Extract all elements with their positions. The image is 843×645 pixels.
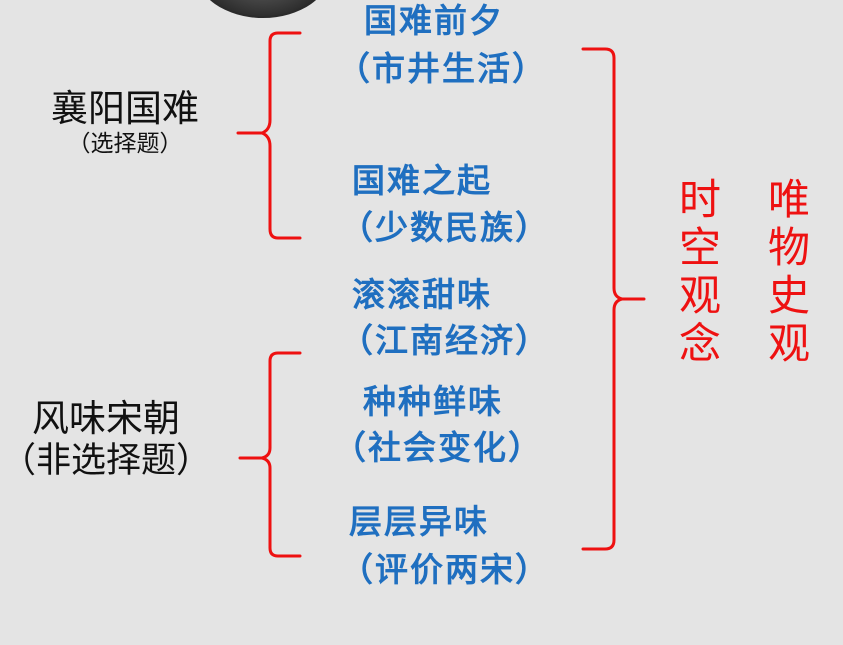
item-title: 滚滚甜味 xyxy=(352,275,492,314)
right-brace xyxy=(581,47,646,551)
right-column-shikong: 时 空 观 念 xyxy=(676,176,724,368)
group-subtitle: （选择题） xyxy=(67,131,183,157)
group-title: 风味宋朝 xyxy=(32,397,180,440)
item-title: 国难前夕 xyxy=(364,1,504,40)
item-subtitle: （江南经济） xyxy=(340,321,550,360)
item-title: 国难之起 xyxy=(352,161,492,200)
right-column-weiwu: 唯 物 史 观 xyxy=(765,176,813,368)
left-brace-top xyxy=(236,31,302,240)
item-subtitle: （社会变化） xyxy=(333,428,543,467)
group-fengwei: 风味宋朝 （非选择题） xyxy=(0,398,212,482)
right-char: 物 xyxy=(767,223,810,272)
group-xiangyang: 襄阳国难 （选择题） xyxy=(45,88,205,158)
right-char: 时 xyxy=(678,175,721,224)
item-subtitle: （评价两宋） xyxy=(340,550,550,589)
item-subtitle: （少数民族） xyxy=(340,208,550,247)
right-char: 史 xyxy=(767,271,810,320)
item-subtitle: （市井生活） xyxy=(337,49,547,88)
item-title: 种种鲜味 xyxy=(363,382,503,421)
right-char: 念 xyxy=(678,319,721,368)
left-brace-bottom xyxy=(238,351,302,558)
right-char: 空 xyxy=(678,223,721,272)
group-subtitle: （非选择题） xyxy=(0,441,211,481)
right-char: 观 xyxy=(767,319,810,368)
item-title: 层层异味 xyxy=(349,502,489,541)
right-char: 观 xyxy=(678,271,721,320)
right-char: 唯 xyxy=(767,175,810,224)
group-title: 襄阳国难 xyxy=(51,87,199,130)
